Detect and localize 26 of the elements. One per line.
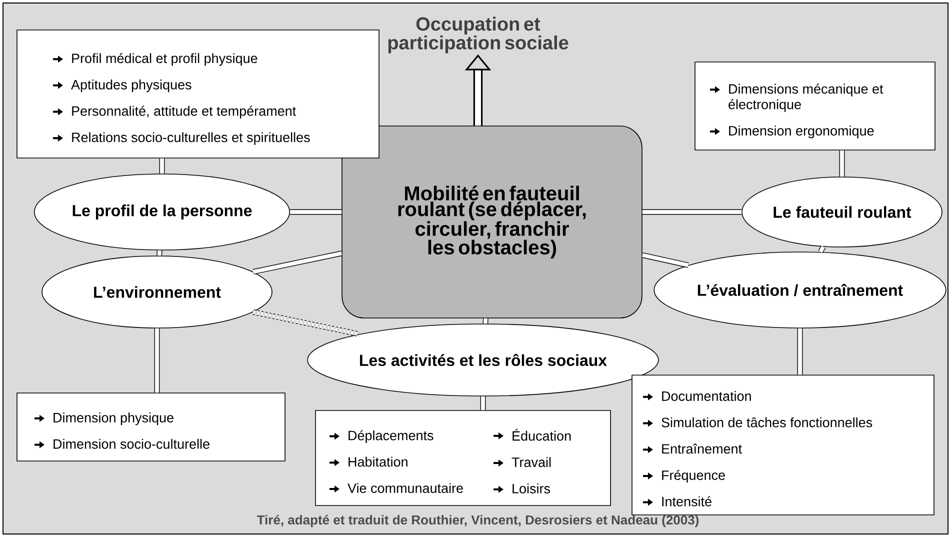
connector xyxy=(154,328,160,393)
connector xyxy=(642,252,689,268)
process-box: Mobilité en fauteuil roulant (se déplacer, circuler, franchir les obstacles) xyxy=(342,126,642,318)
connector xyxy=(818,245,826,254)
connector xyxy=(156,250,162,256)
caption: Tiré, adapté et traduit de Routhier, Vincent, Desrosiers et Nadeau (2003) xyxy=(256,514,699,528)
connector xyxy=(159,158,165,174)
connector xyxy=(839,150,845,177)
list-box: Documentation Simulation de tâches fonctionnelles Entraînement Fréquence Intensité xyxy=(632,374,934,516)
connector xyxy=(642,209,742,215)
ellipse-node: L’environnement xyxy=(42,256,272,328)
list-box: Dimensions mécanique et électronique Dimension ergonomique xyxy=(694,62,936,150)
connector xyxy=(480,396,486,410)
connector xyxy=(290,209,342,215)
list-box: Dimension physique Dimension socio-culturelle xyxy=(16,392,286,462)
connector xyxy=(252,250,342,274)
ellipse-node: Le fauteuil roulant xyxy=(742,176,942,248)
connector xyxy=(482,318,488,324)
ellipse-node: L’évaluation / entraînement xyxy=(654,252,946,328)
connector xyxy=(252,309,360,337)
heading: Occupation et participation sociale xyxy=(388,16,568,54)
connector xyxy=(797,328,803,375)
list-box: Profil médical et profil physique Aptitudes physiques Personnalité, attitude et tempérament Relations socio-culturelles et spirituelles xyxy=(16,30,380,158)
list-box: Déplacements Habitation Vie communautaire Éducation Travail Loisirs xyxy=(315,410,611,506)
ellipse-node: Le profil de la personne xyxy=(34,174,290,250)
ellipse-node: Les activités et les rôles sociaux xyxy=(307,324,659,396)
